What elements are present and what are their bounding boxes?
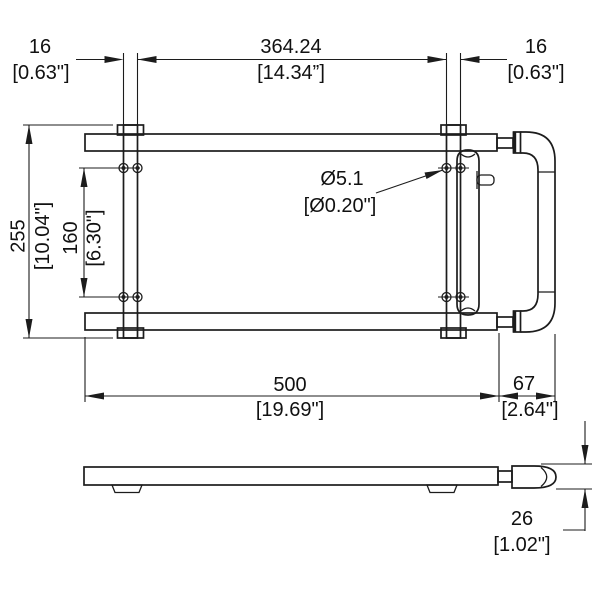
dim-post-width-left-mm: 16	[29, 36, 51, 58]
dim-overall-width-inch: [10.04"]	[32, 202, 54, 270]
left-post-top-cap	[116, 124, 145, 136]
callout-hole-diameter-inch: [Ø0.20"]	[304, 195, 377, 217]
left-post-bottom-cap	[116, 327, 145, 339]
arrowhead	[581, 445, 589, 464]
bottom-rail-stub	[496, 316, 514, 328]
right-mount-plate	[456, 149, 480, 316]
side-handle-end	[511, 465, 557, 489]
dim-handle-length-inch: [2.64"]	[501, 399, 558, 421]
side-foot-left	[111, 484, 143, 494]
side-view	[83, 465, 557, 494]
side-bar-stub	[497, 470, 513, 483]
right-post-top-cap	[440, 124, 467, 136]
arrowhead	[104, 56, 124, 63]
top-rail-stub	[496, 137, 514, 149]
dim-body-length-inch: [19.69"]	[256, 399, 324, 421]
mounting-hole	[441, 162, 452, 174]
arrowhead	[480, 392, 499, 400]
mounting-hole	[441, 291, 452, 303]
dim-hole-spacing-mm: 160	[60, 221, 82, 254]
dim-handle-length-mm: 67	[513, 373, 535, 395]
dim-post-width-right-mm: 16	[525, 36, 547, 58]
arrowhead	[460, 56, 480, 63]
dim-hole-spacing-inch: [6.30"]	[84, 209, 106, 266]
top-rail	[84, 133, 498, 152]
callout-hole-diameter-mm: Ø5.1	[320, 168, 363, 190]
arrowhead	[137, 56, 157, 63]
arrowhead	[424, 170, 443, 179]
mount-plate-top-notch	[460, 153, 476, 158]
arrowhead	[25, 319, 33, 338]
side-bar	[83, 466, 499, 486]
dimension-annotations: 16 [0.63"] 364.24 [14.34”] 16 [0.63"] 25…	[8, 36, 592, 556]
dim-overall-width-mm: 255	[8, 219, 30, 252]
dim-inner-span-mm: 364.24	[260, 36, 321, 58]
arrowhead	[80, 168, 88, 187]
top-view	[84, 124, 556, 339]
arrowhead	[85, 392, 104, 400]
dim-post-width-left-inch: [0.63"]	[12, 62, 69, 84]
arrowhead	[427, 56, 447, 63]
latch-pin	[476, 174, 495, 186]
arrowhead	[25, 125, 33, 144]
right-cross-post	[445, 124, 462, 339]
arrowhead	[499, 392, 518, 400]
side-handle-inner-arc	[540, 466, 548, 488]
mounting-hole	[455, 162, 466, 174]
arrowhead	[536, 392, 555, 400]
mounting-hole	[455, 291, 466, 303]
handle-outer-contour	[520, 131, 556, 333]
handle-inner-contour	[520, 152, 539, 312]
dim-post-width-right-inch: [0.63"]	[507, 62, 564, 84]
left-cross-post	[122, 124, 139, 339]
arrowhead	[581, 489, 589, 508]
bottom-rail	[84, 312, 498, 331]
dim-inner-span-inch: [14.34”]	[257, 62, 325, 84]
mount-plate-bottom-notch	[460, 307, 476, 312]
dim-body-length-mm: 500	[273, 374, 306, 396]
side-foot-right	[426, 484, 458, 494]
dim-handle-thickness-mm: 26	[511, 508, 533, 530]
right-post-bottom-cap	[440, 327, 467, 339]
dim-handle-thickness-inch: [1.02"]	[493, 534, 550, 556]
arrowhead	[80, 278, 88, 297]
